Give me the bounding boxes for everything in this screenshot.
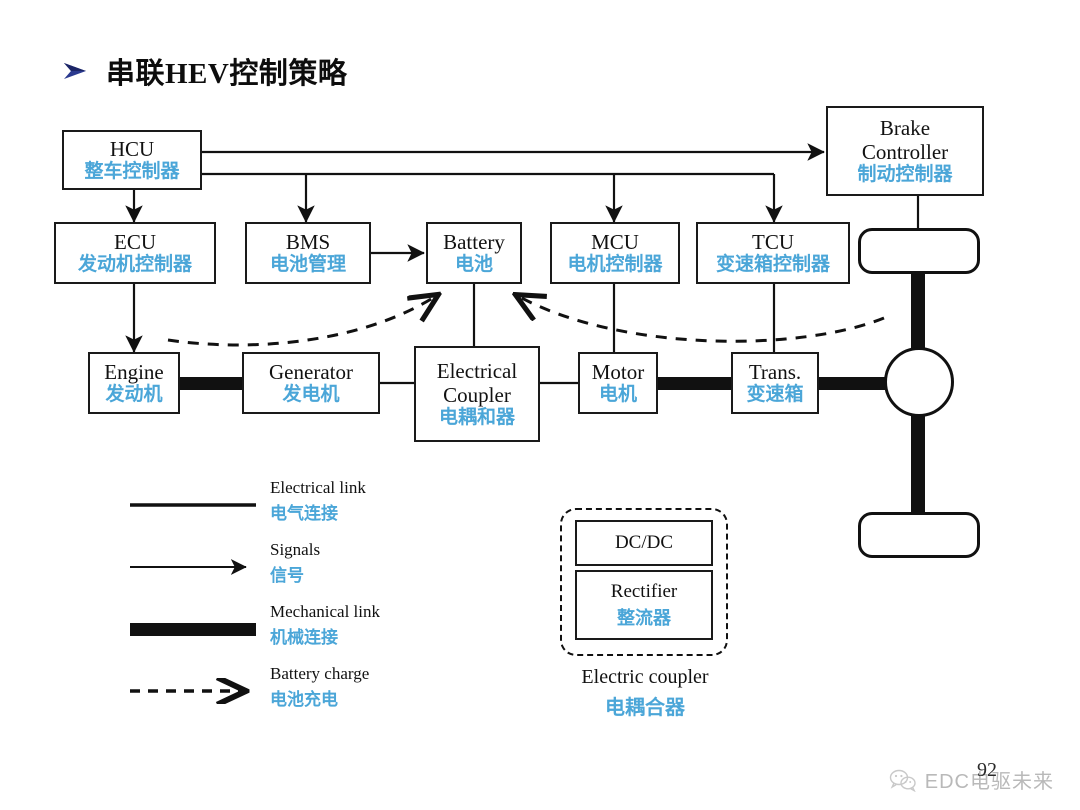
mechanical-link-trans-axle [818,377,888,390]
dcdc-label-en: DC/DC [614,532,674,553]
rectifier-box[interactable]: Rectifier 整流器 [575,570,713,640]
page-title: 串联HEV控制策略 [106,58,348,90]
legend: Electrical link 电气连接 Signals 信号 [128,478,458,726]
node-tcu-label-cn: 变速箱控制器 [715,253,830,275]
node-coupler-label-en2: Coupler [443,383,511,408]
node-brake-controller[interactable]: Brake Controller 制动控制器 [826,106,984,196]
coupler-caption-cn: 电耦合器 [605,697,685,719]
node-trans-label-cn: 变速箱 [746,383,804,405]
legend-cn-3: 电池充电 [270,690,338,709]
battery-charge-path-left [167,296,436,347]
legend-label-electrical-link: Electrical link 电气连接 [270,478,366,524]
arrow-line-icon [130,559,247,575]
legend-en-3: Battery charge [270,664,370,683]
node-mcu[interactable]: MCU 电机控制器 [550,222,680,284]
node-bms-label-en: BMS [285,229,331,254]
differential-hub [884,347,954,417]
legend-item-electrical-link: Electrical link 电气连接 [128,478,458,540]
node-motor-label-en: Motor [591,359,645,384]
node-battery-label-cn: 电池 [454,253,493,275]
node-engine-label-cn: 发动机 [105,383,163,405]
wire-hcu-signal-bus [200,172,783,223]
wheel-front [858,228,980,274]
legend-cn-2: 机械连接 [270,628,338,647]
node-brake-label-en1: Brake [879,116,931,141]
node-tcu[interactable]: TCU 变速箱控制器 [696,222,850,284]
slide-title-row: 串联HEV控制策略 [62,50,347,92]
node-generator-label-en: Generator [269,359,353,384]
legend-item-battery-charge: Battery charge 电池充电 [128,664,458,726]
node-bms[interactable]: BMS 电池管理 [245,222,371,284]
arrow-bullet-icon [64,63,86,79]
legend-label-mechanical-link: Mechanical link 机械连接 [270,602,380,648]
coupler-caption-en: Electric coupler [581,666,709,688]
legend-label-signals: Signals 信号 [270,540,320,586]
node-generator-label-cn: 发电机 [282,383,340,405]
node-mcu-label-cn: 电机控制器 [567,253,663,275]
rectifier-label-en: Rectifier [610,580,678,602]
legend-cn-1: 信号 [270,566,304,585]
legend-en-2: Mechanical link [270,602,380,621]
dcdc-box[interactable]: DC/DC [575,520,713,566]
node-generator[interactable]: Generator 发电机 [242,352,380,414]
node-ecu-label-en: ECU [114,229,156,254]
thin-line-icon [130,503,256,507]
watermark: EDC电驱未来 [889,765,1054,794]
node-brake-label-cn: 制动控制器 [857,164,953,186]
node-tcu-label-en: TCU [752,229,794,254]
rectifier-label-cn: 整流器 [617,607,671,628]
node-hcu-label-en: HCU [109,136,155,161]
legend-en-0: Electrical link [270,478,366,497]
wheel-rear [858,512,980,558]
node-ecu-label-cn: 发动机控制器 [77,253,192,275]
node-motor[interactable]: Motor 电机 [578,352,658,414]
node-brake-label-en2: Controller [861,140,949,165]
node-battery[interactable]: Battery 电池 [426,222,522,284]
node-hcu-label-cn: 整车控制器 [84,160,180,182]
node-coupler-label-cn: 电耦和器 [438,407,515,429]
legend-en-1: Signals [270,540,321,559]
watermark-text: EDC电驱未来 [924,771,1054,793]
thick-bar-icon [130,623,256,636]
dashed-arrow-icon [130,678,258,704]
battery-charge-path-right [518,296,885,343]
node-mcu-label-en: MCU [591,229,639,254]
node-trans[interactable]: Trans. 变速箱 [731,352,819,414]
node-hcu[interactable]: HCU 整车控制器 [62,130,202,190]
node-coupler-label-en1: Electrical [436,359,518,384]
legend-label-battery-charge: Battery charge 电池充电 [270,664,369,710]
electric-coupler-detail: DC/DC Rectifier 整流器 [560,508,728,656]
node-electrical-coupler[interactable]: Electrical Coupler 电耦和器 [414,346,540,442]
node-motor-label-cn: 电机 [598,383,637,405]
mechanical-link-motor-trans [657,377,732,390]
node-engine[interactable]: Engine 发动机 [88,352,180,414]
node-engine-label-en: Engine [104,359,164,384]
legend-cn-0: 电气连接 [270,504,338,523]
node-ecu[interactable]: ECU 发动机控制器 [54,222,216,284]
legend-item-mechanical-link: Mechanical link 机械连接 [128,602,458,664]
wechat-icon [889,769,916,792]
page-number: 92 [977,759,997,781]
electric-coupler-caption: Electric coupler 电耦合器 [540,666,750,720]
node-battery-label-en: Battery [443,229,505,254]
node-bms-label-cn: 电池管理 [269,253,346,275]
node-trans-label-en: Trans. [748,359,802,384]
legend-item-signals: Signals 信号 [128,540,458,602]
mechanical-link-engine-generator [177,377,245,390]
